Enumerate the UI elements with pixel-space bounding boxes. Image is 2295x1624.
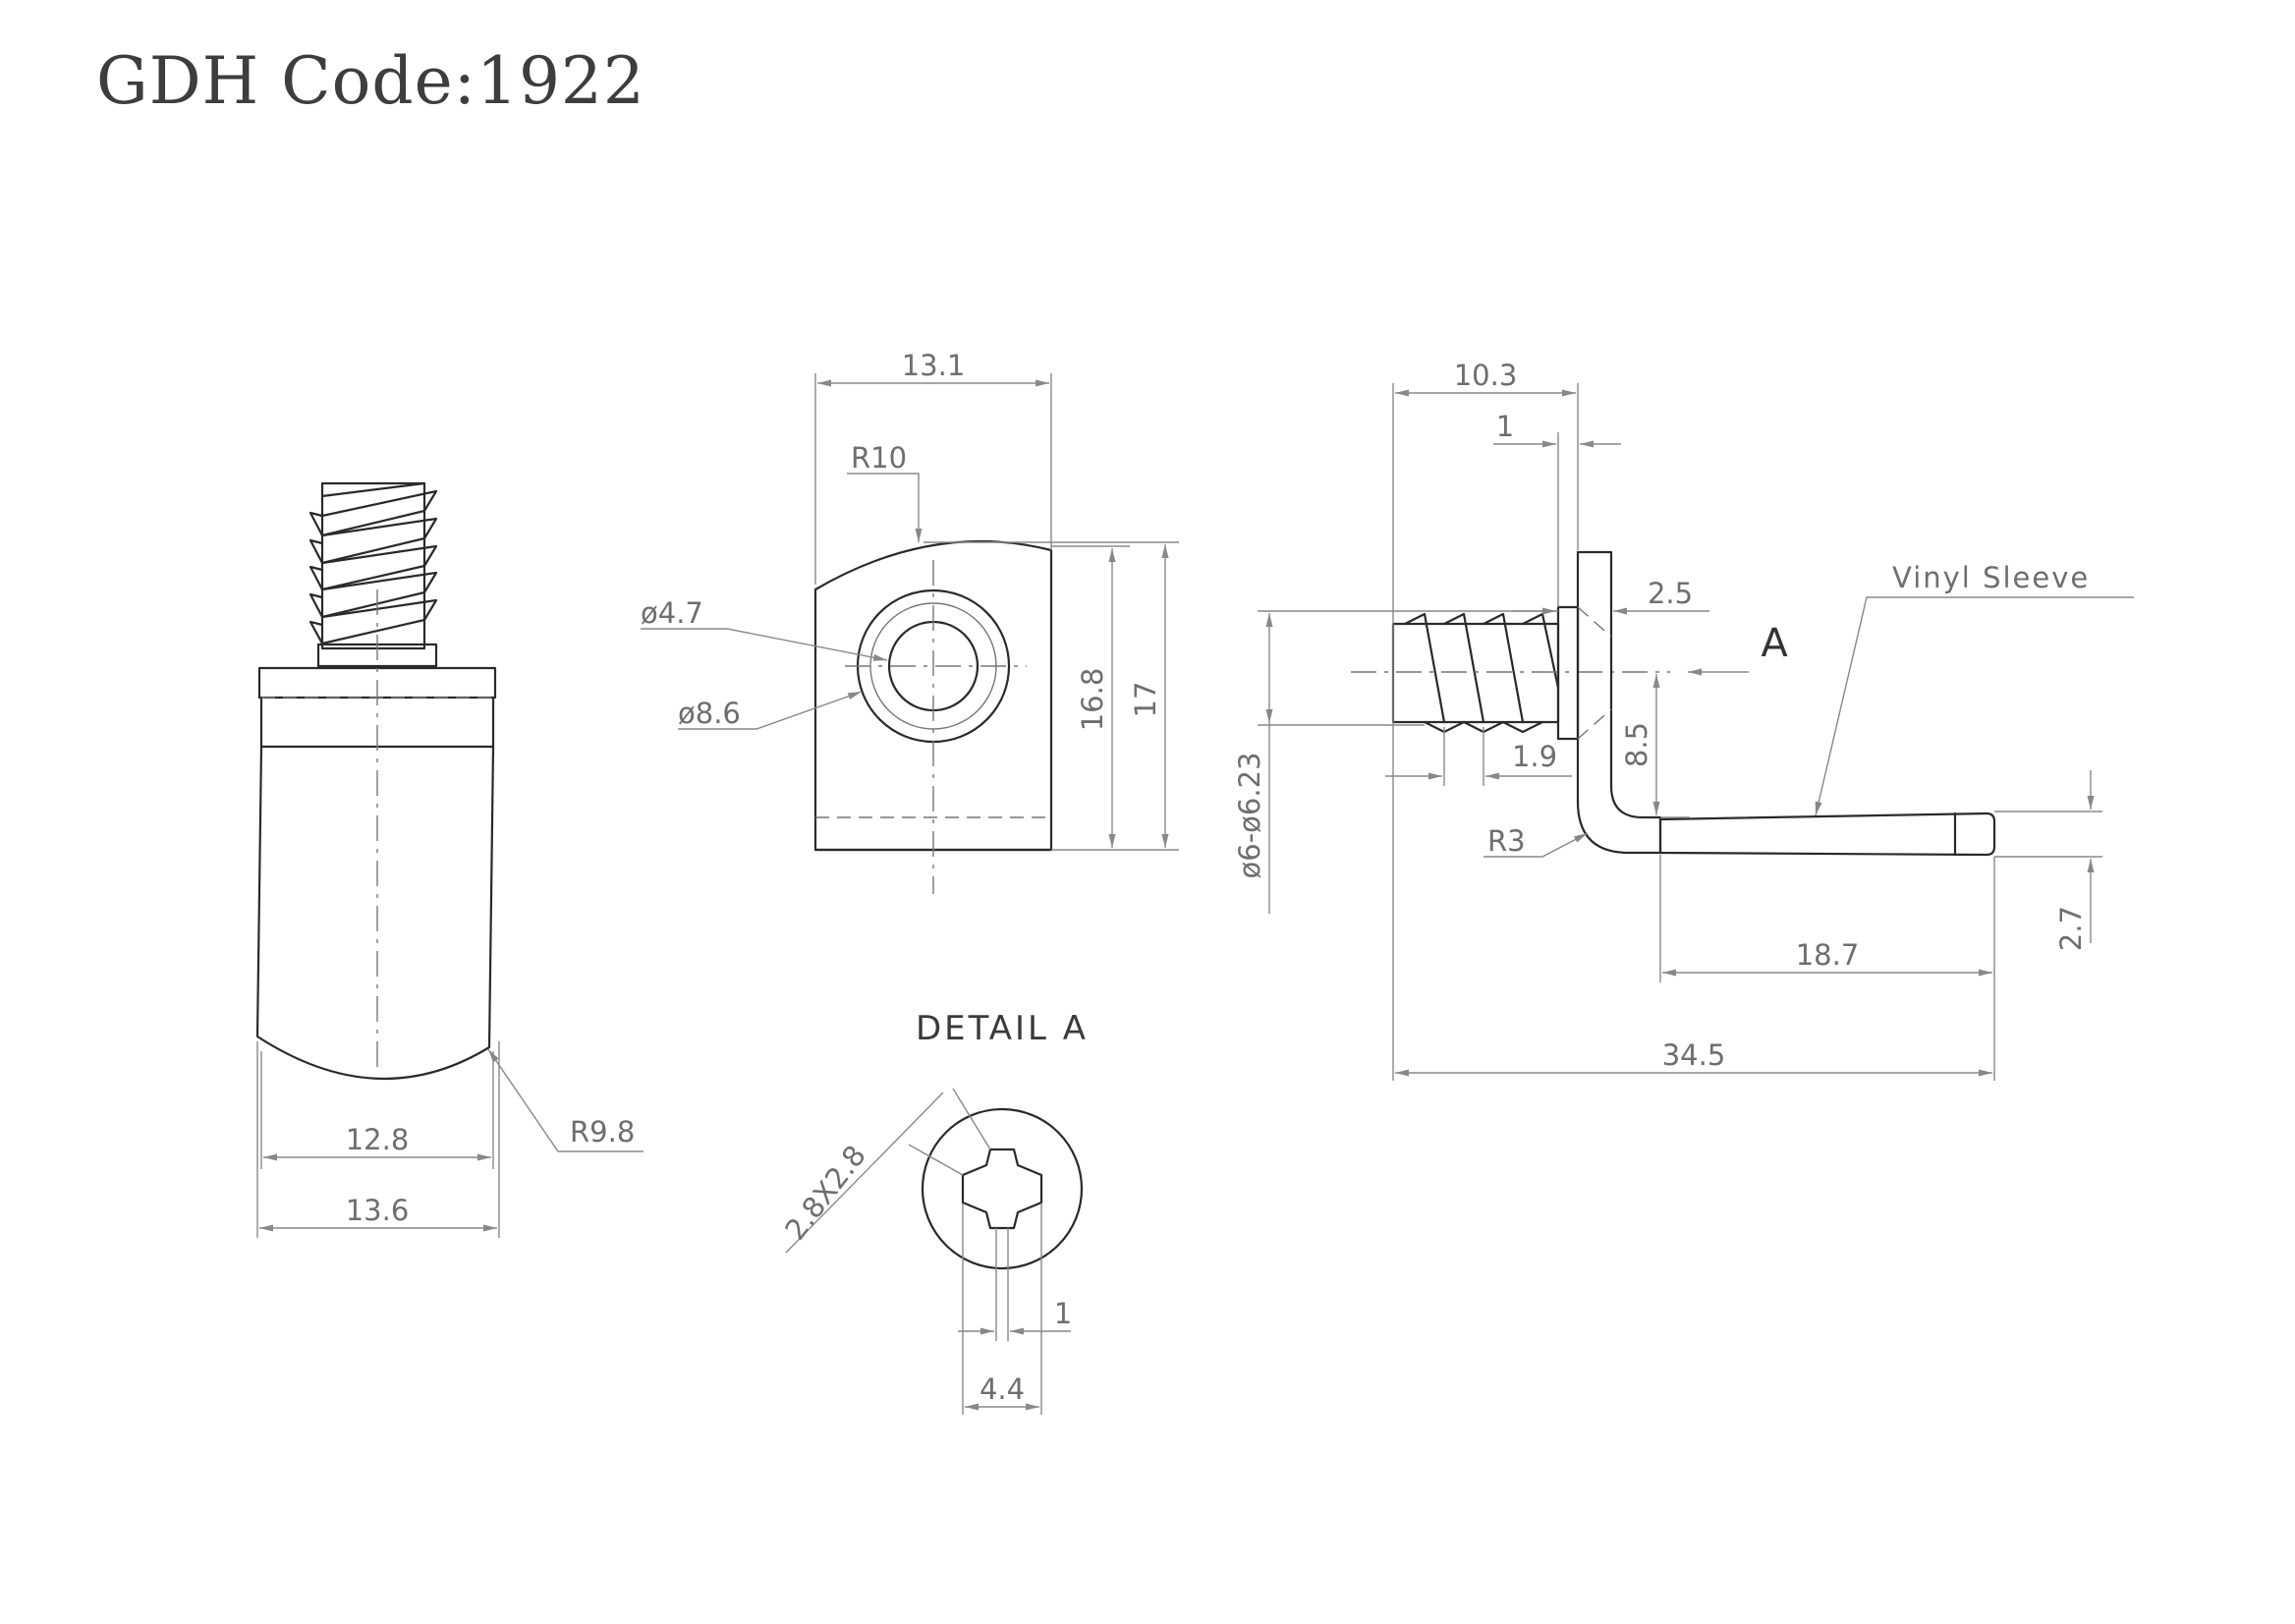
dim-label: 2.7 <box>2054 906 2088 951</box>
detail-dim-4-4: 4.4 <box>962 1204 1042 1415</box>
dim-label: 10.3 <box>1454 359 1518 392</box>
dim-label: 2.8X2.8 <box>778 1139 872 1246</box>
sleeve-label: Vinyl Sleeve <box>1892 561 2090 594</box>
profile-screw <box>1351 605 1670 741</box>
profile-dim-10-3: 10.3 <box>1392 359 1579 1081</box>
dim-label: 34.5 <box>1662 1038 1726 1072</box>
dim-label: R9.8 <box>570 1115 635 1148</box>
dim-label: 1 <box>1054 1297 1072 1330</box>
dim-label: R10 <box>851 441 907 475</box>
dim-label: 1 <box>1496 410 1514 443</box>
dim-label: ø6-ø6.23 <box>1233 753 1266 879</box>
profile-dim-r3: R3 <box>1483 824 1589 858</box>
dim-label: ø4.7 <box>641 596 703 630</box>
dim-label: R3 <box>1487 824 1526 858</box>
front-dim-12-8: 12.8 <box>260 1051 494 1169</box>
dim-label: 8.5 <box>1620 722 1653 767</box>
view-marker-label: A <box>1761 621 1788 666</box>
profile-view: 10.3 1 2.5 A ø6-ø6.23 <box>1233 359 2134 1081</box>
profile-dim-1: 1 <box>1493 410 1621 607</box>
front-dim-r9-8: R9.8 <box>487 1048 644 1152</box>
profile-sleeve-callout: Vinyl Sleeve <box>1815 561 2134 816</box>
profile-dim-8-5: 8.5 <box>1620 674 1690 818</box>
page-title: GDH Code:1922 <box>96 43 645 119</box>
side-dim-r10: R10 <box>847 441 923 542</box>
detail-dim-1: 1 <box>958 1228 1072 1341</box>
side-dim-13-1: 13.1 <box>814 349 1052 585</box>
dim-label: 16.8 <box>1076 668 1109 732</box>
dim-label: 2.5 <box>1648 577 1693 610</box>
dim-label: 13.1 <box>902 349 966 382</box>
profile-vinyl-sleeve <box>1658 812 1996 857</box>
dim-label: 18.7 <box>1796 938 1860 972</box>
front-screw-thread <box>308 481 438 668</box>
front-dim-13-6: 13.6 <box>256 1041 500 1238</box>
detail-a-label: DETAIL A <box>916 1009 1089 1048</box>
dim-label: 4.4 <box>980 1372 1025 1406</box>
profile-dim-34-5: 34.5 <box>1395 1038 1992 1077</box>
side-dim-boss: ø8.6 <box>678 691 863 730</box>
dim-label: ø8.6 <box>678 697 741 730</box>
side-view: 13.1 R10 ø4.7 ø8.6 16.8 17 <box>641 349 1179 894</box>
dim-label: 13.6 <box>346 1194 410 1227</box>
dim-label: 17 <box>1129 682 1162 718</box>
front-body <box>255 666 497 1081</box>
profile-dim-18-7: 18.7 <box>1659 855 1995 1081</box>
side-dim-hole: ø4.7 <box>641 596 888 661</box>
profile-dim-thread: ø6-ø6.23 <box>1233 610 1558 914</box>
profile-dim-1-9: 1.9 <box>1385 727 1572 786</box>
dim-label: 12.8 <box>346 1123 410 1156</box>
detail-a: DETAIL A 2.8X2.8 1 4.4 <box>778 1009 1089 1415</box>
profile-view-marker: A <box>1688 621 1788 676</box>
side-dim-16-8: 16.8 <box>1051 545 1179 851</box>
side-dim-17: 17 <box>924 541 1179 848</box>
front-view: 12.8 13.6 R9.8 <box>255 481 644 1238</box>
profile-dim-2-7: 2.7 <box>1994 770 2102 951</box>
detail-dim-slot: 2.8X2.8 <box>778 1088 991 1254</box>
dim-label: 1.9 <box>1512 740 1557 773</box>
